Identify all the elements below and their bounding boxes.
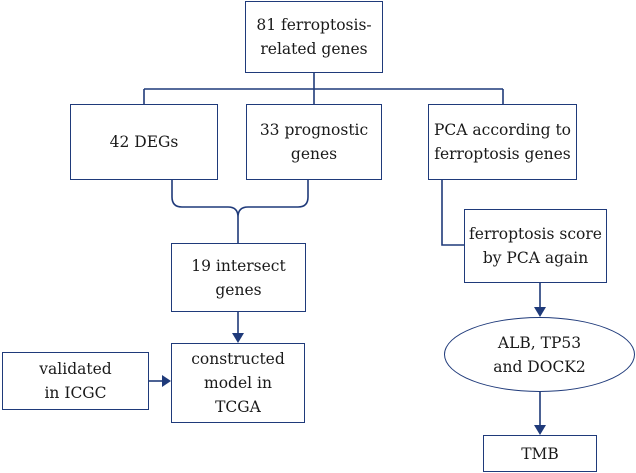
node-validated-icgc: validated in ICGC — [2, 352, 149, 410]
node-ferroptosis-score: ferroptosis score by PCA again — [464, 209, 607, 283]
arrowhead-to-tmb — [534, 425, 546, 435]
connector-pca-to-score — [441, 180, 464, 246]
arrowhead-to-genes — [534, 307, 546, 317]
node-alb-tp53-dock2: ALB, TP53 and DOCK2 — [444, 317, 635, 392]
node-constructed-model: constructed model in TCGA — [171, 343, 305, 423]
node-tmb: TMB — [483, 435, 597, 472]
node-ferroptosis-genes: 81 ferroptosis- related genes — [245, 1, 383, 73]
arrowhead-to-model — [232, 333, 244, 343]
node-prognostic-genes: 33 prognostic genes — [246, 104, 382, 180]
node-intersect-genes: 19 intersect genes — [171, 243, 306, 312]
node-degs: 42 DEGs — [70, 104, 218, 180]
merge-brace — [171, 180, 309, 243]
node-pca-ferroptosis: PCA according to ferroptosis genes — [428, 104, 577, 180]
arrowhead-icgc-to-model — [162, 375, 171, 387]
